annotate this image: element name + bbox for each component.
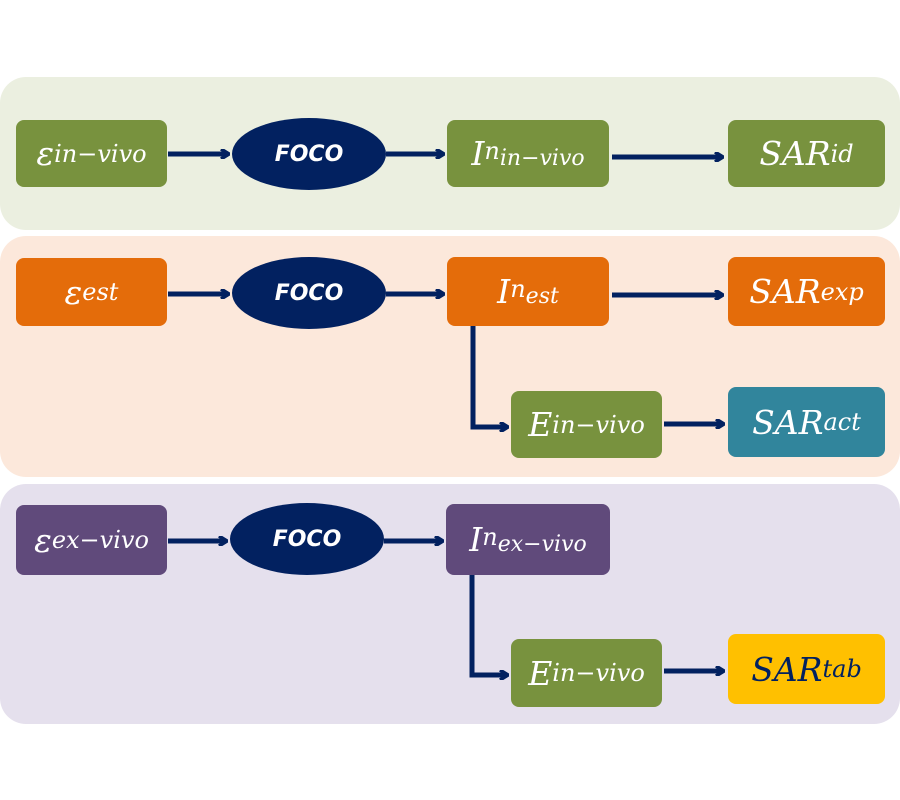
foco-process-3: FOCO xyxy=(230,503,384,575)
node-base: I xyxy=(469,520,483,559)
node-subsub: in−vivo xyxy=(499,145,585,171)
node-base: SAR xyxy=(751,649,823,689)
node-sub: act xyxy=(823,408,861,436)
node-sub: in−vivo xyxy=(54,139,147,168)
node-base: ε xyxy=(36,134,55,173)
node-base: SAR xyxy=(749,272,821,311)
node-base: I xyxy=(497,272,511,311)
node-base: E xyxy=(528,653,553,693)
node-sub: est xyxy=(82,278,119,306)
foco-label: FOCO xyxy=(274,141,344,167)
node-base: SAR xyxy=(752,402,824,442)
node-sub: ex−vivo xyxy=(51,526,149,554)
node-sub: n xyxy=(484,136,500,165)
node-sub: tab xyxy=(822,655,862,683)
foco-label: FOCO xyxy=(272,526,342,552)
node-base: E xyxy=(528,405,553,444)
node-base: SAR xyxy=(759,134,831,173)
node-sub: id xyxy=(830,139,854,168)
node-sub: exp xyxy=(820,277,864,306)
foco-process-1: FOCO xyxy=(232,118,386,190)
node-sub: n xyxy=(510,274,526,303)
node-base: I xyxy=(471,134,485,173)
node-sub: in−vivo xyxy=(552,659,645,687)
node-base: ε xyxy=(34,520,52,560)
node-base: ε xyxy=(64,272,83,312)
node-sub: in−vivo xyxy=(552,410,645,439)
node-sub: n xyxy=(482,522,498,551)
foco-label: FOCO xyxy=(274,280,344,306)
node-subsub: ex−vivo xyxy=(497,531,587,557)
node-subsub: est xyxy=(525,283,559,309)
foco-process-2: FOCO xyxy=(232,257,386,329)
